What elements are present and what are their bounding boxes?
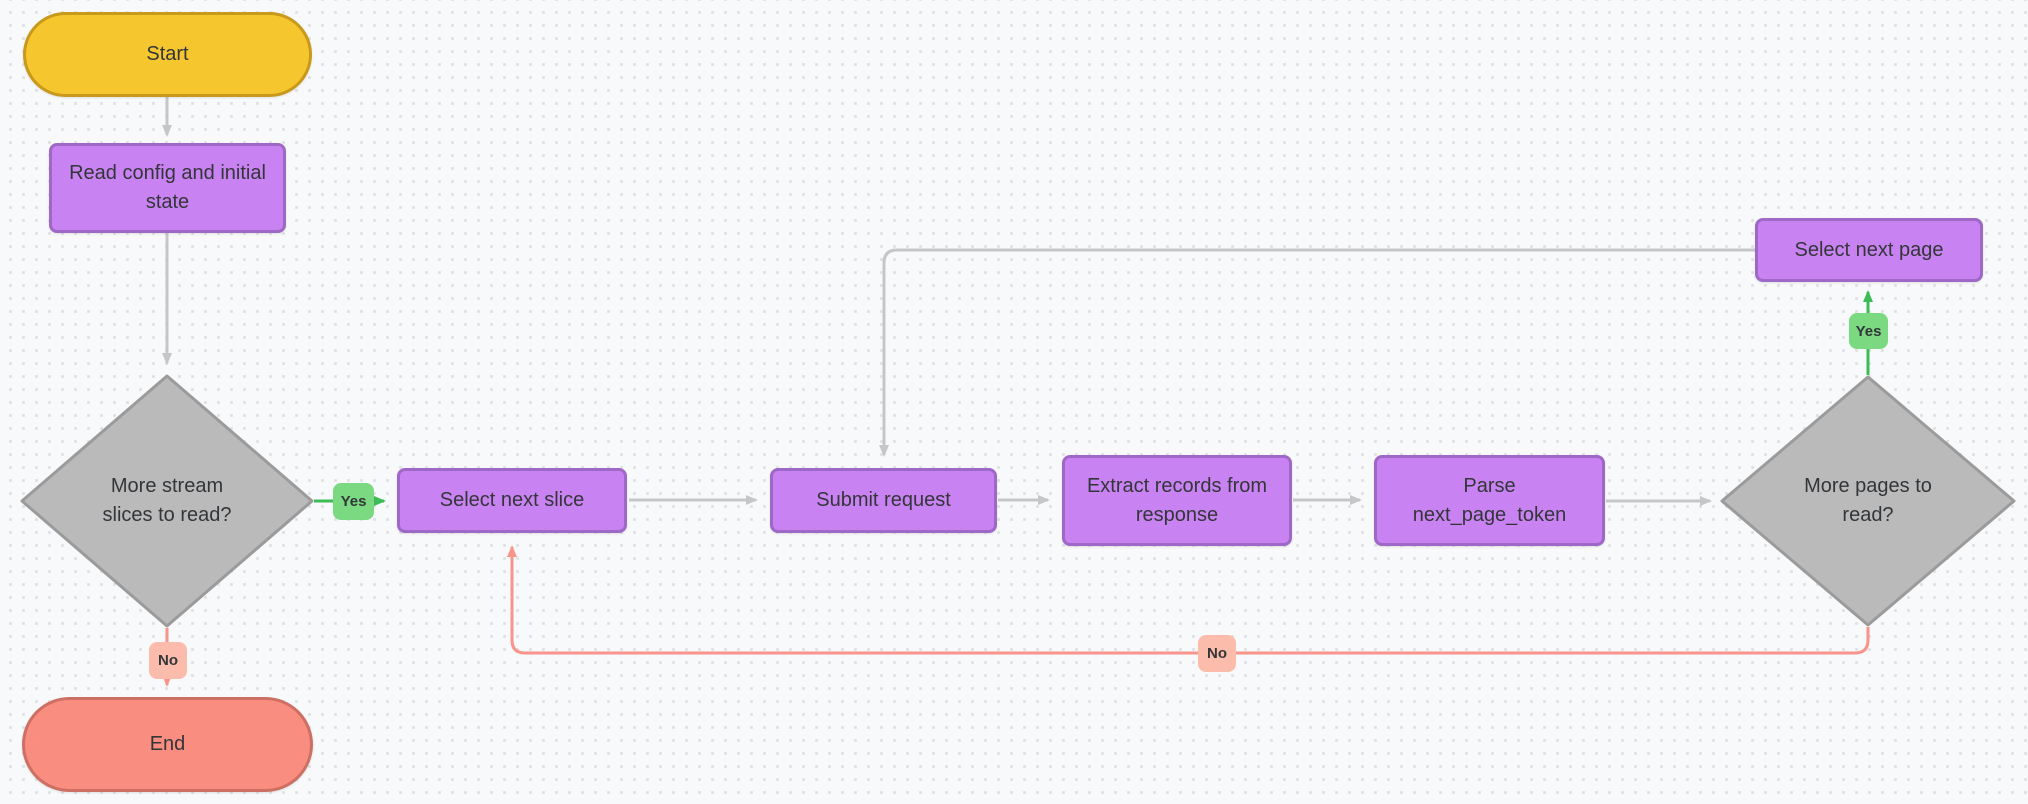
node-extract-records: Extract records from response — [1062, 455, 1292, 546]
edge-more-pages-no-loop — [507, 545, 1870, 655]
decision-more-slices-label-box: More stream slices to read? — [57, 445, 277, 557]
node-select-next-slice-label: Select next slice — [439, 489, 585, 511]
node-select-next-page: Select next page — [1755, 218, 1983, 282]
node-start-label: Start — [146, 43, 189, 65]
node-read-config: Read config and initial state — [49, 143, 286, 233]
decision-more-slices-label: More stream slices to read? — [102, 475, 232, 526]
edge-label-no-slices-text: No — [158, 652, 178, 669]
node-select-next-page-label: Select next page — [1794, 238, 1944, 261]
node-end: End — [22, 697, 313, 792]
edge-select-page-to-submit-loop — [879, 248, 1755, 457]
decision-more-pages-shape — [1720, 375, 2016, 627]
edge-label-yes-pages-text: Yes — [1855, 322, 1882, 340]
node-parse-next-page-token: Parse next_page_token — [1374, 455, 1605, 546]
node-submit-request: Submit request — [770, 468, 997, 533]
edge-label-yes-slices: Yes — [333, 483, 374, 520]
edge-label-no-slices: No — [149, 642, 187, 679]
node-parse-next-page-token-label: Parse next_page_token — [1412, 474, 1567, 526]
node-submit-request-label: Submit request — [816, 489, 951, 511]
decision-more-pages-label-box: More pages to read? — [1758, 445, 1978, 557]
edge-label-yes-slices-text: Yes — [340, 493, 367, 510]
edge-label-no-pages-text: No — [1207, 645, 1227, 662]
decision-more-slices-shape — [20, 374, 314, 628]
node-extract-records-label: Extract records from response — [1086, 474, 1268, 526]
edge-label-yes-pages: Yes — [1849, 313, 1888, 349]
decision-more-pages-label: More pages to read? — [1804, 475, 1932, 526]
node-start: Start — [23, 12, 312, 97]
node-select-next-slice: Select next slice — [397, 468, 627, 533]
node-end-label: End — [149, 733, 186, 755]
node-read-config-label: Read config and initial state — [69, 162, 266, 213]
edge-label-no-pages: No — [1198, 635, 1236, 672]
